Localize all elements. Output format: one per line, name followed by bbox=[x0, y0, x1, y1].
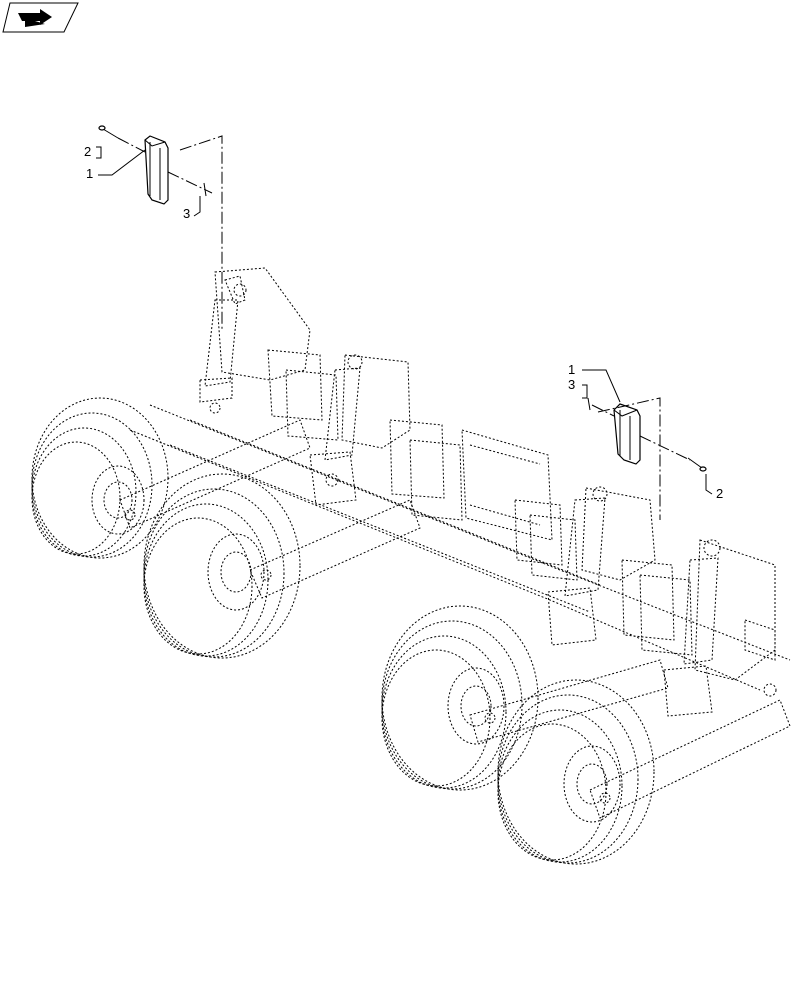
wheel-front-right bbox=[381, 605, 539, 791]
left-callout-3: 3 bbox=[183, 206, 190, 221]
frame-assembly bbox=[119, 267, 791, 819]
wheel-rear-right bbox=[497, 679, 655, 865]
right-callout-2: 2 bbox=[716, 486, 723, 501]
right-channel-bracket bbox=[613, 403, 641, 465]
wheel-front-left bbox=[31, 397, 169, 559]
left-bracket-group: 2 1 3 bbox=[84, 125, 223, 330]
right-callout-3: 3 bbox=[568, 377, 575, 392]
left-callout-1: 1 bbox=[86, 166, 93, 181]
right-callout-1: 1 bbox=[568, 362, 575, 377]
view-direction-icon bbox=[2, 2, 79, 33]
right-bolt-part bbox=[687, 457, 707, 472]
left-bolt-part bbox=[98, 125, 119, 139]
right-bracket-group: 1 3 2 bbox=[568, 362, 723, 520]
left-channel-bracket bbox=[144, 135, 169, 205]
wheel-rear-left bbox=[143, 473, 301, 659]
right-pin-part bbox=[587, 397, 591, 411]
left-callout-2: 2 bbox=[84, 144, 91, 159]
